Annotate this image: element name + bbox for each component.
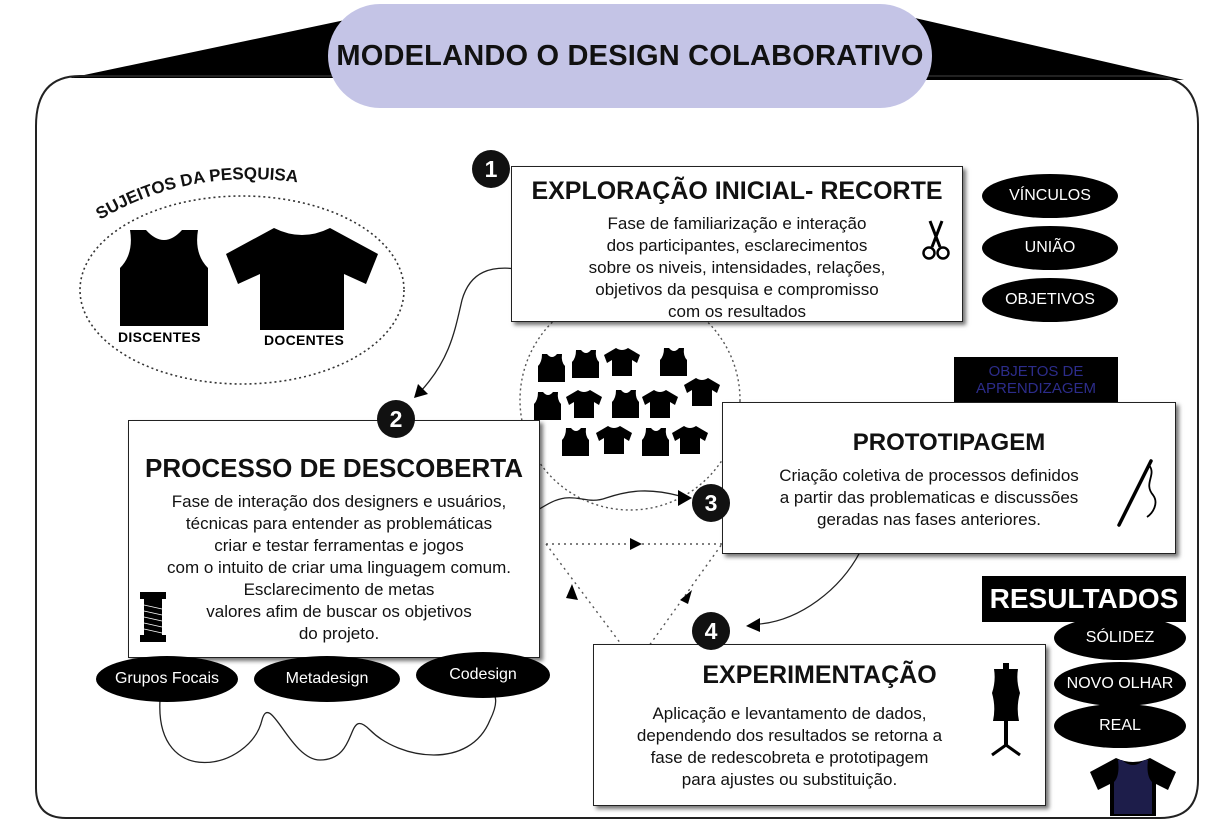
resultados-heading: RESULTADOS [982,576,1186,622]
step-2-description: Fase de interação dos designers e usuári… [139,491,539,645]
step-1-line: Fase de familiarização e interação [607,214,867,233]
objetivos-pill: OBJETIVOS [982,278,1118,322]
step-2-line: com o intuito de criar uma linguagem com… [167,558,511,577]
step-1-line: objetivos da pesquisa e compromisso [595,280,879,299]
title-banner: MODELANDO O DESIGN COLABORATIVO [328,4,932,108]
step-1-line: dos participantes, esclarecimentos [606,236,868,255]
resultado-novo-olhar: NOVO OLHAR [1054,662,1186,706]
step-2-box: PROCESSO DE DESCOBERTA Fase de interação… [128,420,540,658]
step-3-box: PROTOTIPAGEM Criação coletiva de process… [722,402,1176,554]
objetos-aprendizagem-label: OBJETOS DE APRENDIZAGEM [954,357,1118,403]
method-metadesign: Metadesign [254,656,400,702]
step-3-line: Criação coletiva de processos definidos [779,466,1079,485]
step-3-title: PROTOTIPAGEM [852,429,1046,456]
tank-top-icon [120,230,208,326]
step-4-line: dependendo dos resultados se retorna a [636,726,943,745]
step-4-line: Aplicação e levantamento de dados, [652,704,927,723]
step-2-line: do projeto. [298,624,380,643]
step-1-title: EXPLORAÇÃO INICIAL- RECORTE [531,177,943,205]
objetos-line: OBJETOS DE [988,363,1084,380]
resultado-solidez: SÓLIDEZ [1054,616,1186,660]
step-4-line: para ajustes ou substituição. [681,770,898,789]
step-3-number: 3 [692,484,730,522]
uniao-pill: UNIÃO [982,226,1118,270]
step-4-number: 4 [692,612,730,650]
docentes-label: DOCENTES [264,332,345,348]
step-3-line: a partir das problematicas e discussões [779,488,1079,507]
step-2-line: Esclarecimento de metas [243,580,435,599]
scissors-icon [922,220,950,260]
step-1-line: com os resultados [668,302,806,321]
vinculos-pill: VÍNCULOS [982,174,1118,218]
method-codesign: Codesign [416,652,550,698]
resultado-real: REAL [1054,704,1186,748]
step-1-description: Fase de familiarização e interação dos p… [512,213,962,323]
step-2-line: valores afim de buscar os objetivos [206,602,472,621]
step-1-number: 1 [472,150,510,188]
step-2-line: técnicas para entender as problemáticas [185,514,493,533]
method-grupos-focais: Grupos Focais [96,656,238,702]
step-1-box: EXPLORAÇÃO INICIAL- RECORTE Fase de fami… [511,166,963,322]
step-2-title: PROCESSO DE DESCOBERTA [144,453,523,483]
objetos-line: APRENDIZAGEM [975,380,1096,397]
needle-icon [1117,459,1157,527]
step-3-line: geradas nas fases anteriores. [817,510,1041,529]
discentes-label: DISCENTES [118,329,201,345]
step-4-line: fase de redescobreta e prototipagem [650,748,929,767]
diagram-title: MODELANDO O DESIGN COLABORATIVO [336,39,924,72]
step-2-line: Fase de interação dos designers e usuári… [171,492,507,511]
step-4-box: EXPERIMENTAÇÃO Aplicação e levantamento … [593,644,1046,806]
step-4-title: EXPERIMENTAÇÃO [702,661,937,689]
t-shirt-icon [226,228,378,330]
mannequin-icon [991,663,1021,757]
step-4-description: Aplicação e levantamento de dados, depen… [594,703,985,791]
step-2-line: criar e testar ferramentas e jogos [214,536,464,555]
svg-text:SUJEITOS DA PESQUISA: SUJEITOS DA PESQUISA [93,164,300,223]
shirts-cluster-icon [534,348,720,456]
sujeitos-heading: SUJEITOS DA PESQUISA [93,164,300,223]
thread-spool-icon [140,592,166,642]
result-shirt-icon [1090,758,1176,816]
step-2-number: 2 [377,400,415,438]
step-1-line: sobre os niveis, intensidades, relações, [588,258,886,277]
step-3-description: Criação coletiva de processos definidos … [723,465,1135,531]
